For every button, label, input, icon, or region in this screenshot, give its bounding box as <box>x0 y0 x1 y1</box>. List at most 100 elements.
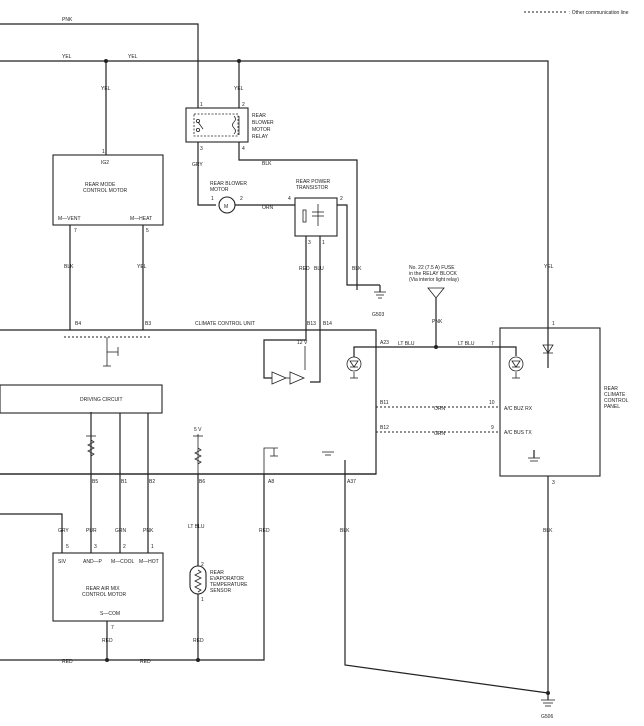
wire-label-red-sensor: RED <box>193 638 204 644</box>
ccu-12v: 12 V <box>297 340 308 346</box>
panel-rx: A/C BUZ RX <box>504 406 533 412</box>
transistor-name-1: REAR POWER <box>296 179 331 185</box>
panel-pin10: 10 <box>489 400 495 406</box>
wire-label-pnk-top: PNK <box>62 17 73 23</box>
mode-pin-vent: 7 <box>74 228 77 234</box>
airmix-pin3: 3 <box>94 544 97 550</box>
wire-label-ltblu-1: LT BLU <box>398 341 415 347</box>
wire-label-blu-tr: BLU <box>314 266 324 272</box>
wire-label-yel-b: YEL <box>128 54 138 60</box>
panel-tx: A/C BUS TX <box>504 430 532 436</box>
wire-label-red-mix: RED <box>102 638 113 644</box>
wire-label-yel-relay: YEL <box>234 86 244 92</box>
splice-g506 <box>546 691 550 695</box>
panel-name-1: REAR <box>604 386 618 392</box>
wire-label-blk-mode: BLK <box>64 264 74 270</box>
ccu-b4: B4 <box>75 321 81 327</box>
panel-name-3: CONTROL <box>604 398 629 404</box>
panel-pin9: 9 <box>491 425 494 431</box>
panel-pin7: 7 <box>491 341 494 347</box>
relay-pin3: 3 <box>200 146 203 152</box>
red-bottom-bus <box>0 474 265 661</box>
rear-air-mix-control-motor: 5 3 2 1 SIV AND—P M—COOL M—HOT REAR AIR … <box>52 544 164 631</box>
yel-main-wire <box>0 60 549 335</box>
sensor-name-3: TEMPERATURE <box>210 582 248 588</box>
wire-label-blk-relay: BLK <box>262 161 272 167</box>
rear-evaporator-temp-sensor: 2 1 REAR EVAPORATOR TEMPERATURE SENSOR <box>189 562 248 603</box>
ccu-b13: B13 <box>307 321 316 327</box>
wire-label-red-tr: RED <box>299 266 310 272</box>
wire-label-red-bot2: RED <box>140 659 151 665</box>
mode-ig2: IG2 <box>101 160 109 166</box>
wire-label-pur-mix: PUR <box>86 528 97 534</box>
rear-mode-control-motor: 1 IG2 REAR MODE CONTROL MOTOR M—VENT M—H… <box>52 149 164 234</box>
blk-relay-wire <box>238 142 358 290</box>
ccu-b12: B12 <box>380 425 389 431</box>
wire-label-blk-tr: BLK <box>352 266 362 272</box>
wire-label-blk-a37: BLK <box>340 528 350 534</box>
airmix-pin7: 7 <box>111 625 114 631</box>
airmix-scom: S—COM <box>100 611 120 617</box>
ccu-b1: B1 <box>121 479 127 485</box>
ccu-5v: 5 V <box>194 427 202 433</box>
relay-name-1: REAR <box>252 113 266 119</box>
transistor-pin3: 3 <box>308 240 311 246</box>
airmix-mcool: M—COOL <box>111 559 135 565</box>
rear-climate-control-panel: 1 7 REAR CLIMATE CONTROL PANEL 10 9 A/C … <box>489 321 629 486</box>
transistor-ground-wire <box>337 204 357 286</box>
ccu-a8: A8 <box>268 479 274 485</box>
ccu-name: CLIMATE CONTROL UNIT <box>195 321 255 327</box>
panel-pin1: 1 <box>552 321 555 327</box>
sensor-pin2: 2 <box>201 562 204 568</box>
wire-label-ltblu-sensor: LT BLU <box>188 524 205 530</box>
ccu-b5: B5 <box>92 479 98 485</box>
ground-g503: G503 <box>357 284 386 318</box>
splice-ltblu <box>434 345 438 349</box>
transistor-name-2: TRANSISTOR <box>296 185 329 191</box>
panel-name-4: PANEL <box>604 404 620 410</box>
wire-label-orn-bus: ORN <box>434 406 446 412</box>
transistor-pin2: 2 <box>340 196 343 202</box>
wire-label-yel-mode-heat: YEL <box>137 264 147 270</box>
wire-label-gry-relay: GRY <box>192 162 203 168</box>
splice-red-mix <box>105 658 109 662</box>
sensor-name-4: SENSOR <box>210 588 232 594</box>
blower-motor-pin2: 2 <box>240 196 243 202</box>
wire-label-red-a8: RED <box>259 528 270 534</box>
wire-label-grn-mix: GRN <box>115 528 127 534</box>
wire-label-red-bot1: RED <box>62 659 73 665</box>
wire-label-yel-a: YEL <box>62 54 72 60</box>
mode-heat-label: M—HEAT <box>130 216 152 222</box>
relay-name-4: RELAY <box>252 134 269 140</box>
airmix-andp: AND—P <box>83 559 103 565</box>
wire-label-ltblu-2: LT BLU <box>458 341 475 347</box>
wire-label-blk-panel: BLK <box>543 528 553 534</box>
panel-pin3: 3 <box>552 480 555 486</box>
splice-red-sensor <box>196 658 200 662</box>
wire-label-pnk-fuse: PNK <box>432 319 443 325</box>
mode-pin-top: 1 <box>102 149 105 155</box>
ccu-b11: B11 <box>380 400 389 406</box>
wire-label-orn-motor: ORN <box>262 205 274 211</box>
ground-g506: G506 <box>541 699 555 720</box>
fuse-label-3: (Via interior light relay) <box>409 277 459 283</box>
fuse-label-1: No. 22 (7.5 A) FUSE <box>409 265 455 271</box>
pnk-top-wire <box>0 23 199 108</box>
wire-label-yel-mode: YEL <box>101 86 111 92</box>
airmix-name-1: REAR AIR MIX <box>86 586 120 592</box>
mode-vent-label: M—VENT <box>58 216 81 222</box>
airmix-name-2: CONTROL MOTOR <box>82 592 127 598</box>
fuse-22: No. 22 (7.5 A) FUSE in the RELAY BLOCK (… <box>409 265 459 347</box>
mode-name-2: CONTROL MOTOR <box>83 188 128 194</box>
sensor-name-1: REAR <box>210 570 224 576</box>
transistor-pin1: 1 <box>322 240 325 246</box>
rear-power-transistor: REAR POWER TRANSISTOR 4 2 3 1 <box>288 179 343 246</box>
ccu-b14: B14 <box>323 321 332 327</box>
legend-other-line: : Other communication line <box>569 10 629 16</box>
blower-motor-name-2: MOTOR <box>210 187 229 193</box>
mode-name-1: REAR MODE <box>85 182 116 188</box>
airmix-pin1: 1 <box>151 544 154 550</box>
blower-motor-symbol: M <box>224 204 228 210</box>
ccu-b3: B3 <box>145 321 151 327</box>
